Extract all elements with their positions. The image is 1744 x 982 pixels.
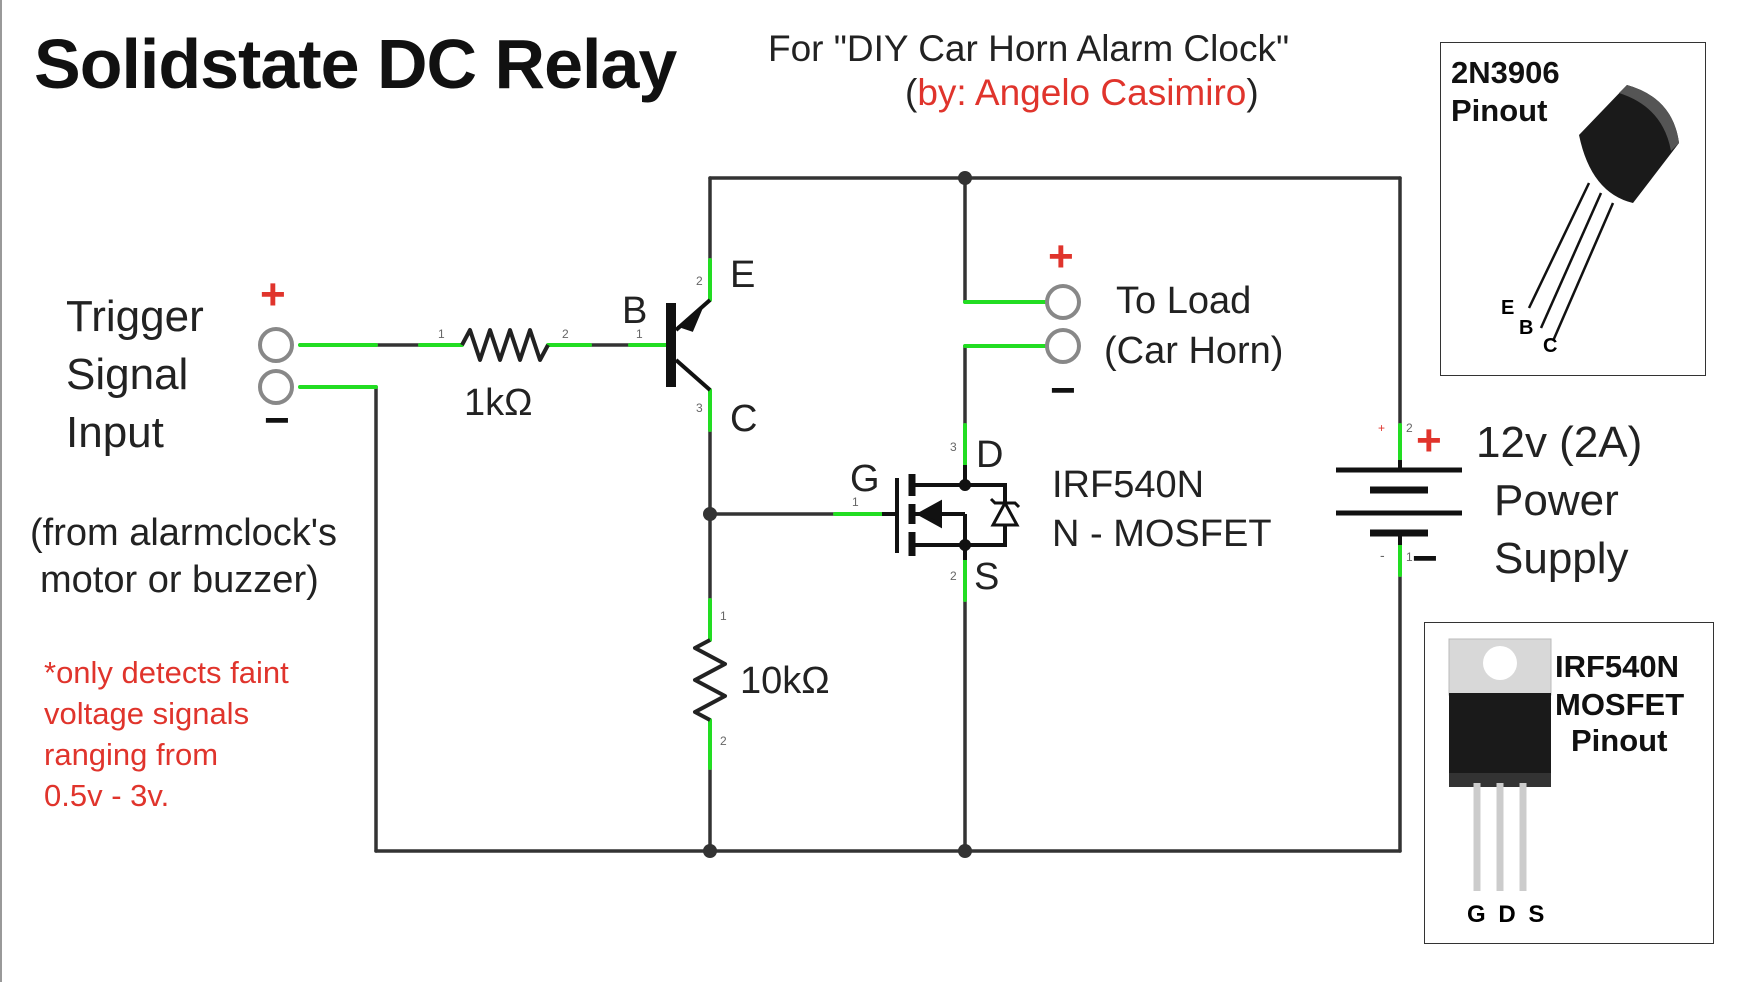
terminal-load-plus	[1045, 284, 1081, 320]
mosfet-diode-bar	[989, 497, 1021, 509]
pinout-irf540n-pins: G D S	[1467, 901, 1548, 928]
note-line-2: voltage signals	[44, 696, 250, 731]
pin-num-gate: 1	[852, 495, 859, 509]
terminal-trigger-minus	[258, 369, 294, 405]
transistor-b-label: B	[622, 290, 648, 332]
mosfet-d-label: D	[976, 434, 1004, 476]
load-plus-sign: +	[1048, 232, 1074, 281]
battery-symbol	[1336, 460, 1462, 545]
junction-bottom-right	[958, 844, 972, 858]
pin-num-collector: 3	[696, 401, 703, 415]
mosfet-name: IRF540N	[1052, 464, 1205, 506]
pin-num-r1-2: 2	[562, 327, 569, 341]
pin-2n3906-e: E	[1501, 297, 1515, 319]
transistor-c-label: C	[730, 398, 758, 440]
supply-rating: 12v (2A)	[1476, 418, 1643, 467]
load-label-line-1: To Load	[1116, 280, 1252, 322]
mosfet-s-label: S	[974, 556, 1000, 598]
subtitle-project: For "DIY Car Horn Alarm Clock"	[768, 28, 1290, 69]
trigger-source-line-2: motor or buzzer)	[40, 559, 319, 601]
pin-num-r1-1: 1	[438, 327, 445, 341]
terminals	[258, 284, 1081, 405]
junction-dots	[703, 171, 972, 858]
trigger-line-3: Input	[66, 408, 164, 457]
trigger-plus-sign: +	[260, 270, 286, 319]
mosfet-irf540n-symbol	[882, 465, 1021, 560]
paren-open: (	[905, 72, 918, 113]
to220-package-icon	[1448, 638, 1552, 891]
transistor-collector-leg	[674, 358, 712, 392]
page-title: Solidstate DC Relay	[34, 25, 677, 103]
pinout-irf540n-panel: IRF540N MOSFET Pinout G D S	[1424, 622, 1714, 944]
pinout-2n3906-panel: 2N3906 Pinout E B C	[1440, 42, 1706, 376]
junction-collector	[703, 507, 717, 521]
transistor-base-bar	[666, 303, 676, 387]
pin-highlights	[298, 258, 1402, 770]
pin-num-emitter: 2	[696, 274, 703, 288]
to92-package-icon	[1527, 85, 1679, 344]
pin-numbers: 1 2 1 2 3 1 3 2 1 2 2 1	[438, 274, 1413, 748]
pin-num-supply-minus: 1	[1406, 550, 1413, 564]
author-name: by: Angelo Casimiro	[917, 72, 1247, 113]
supply-small-minus: -	[1380, 547, 1385, 563]
load-label-line-2: (Car Horn)	[1104, 330, 1284, 372]
pin-2n3906-b: B	[1519, 317, 1534, 339]
pin-num-base: 1	[636, 327, 643, 341]
transistor-e-label: E	[730, 254, 756, 296]
note-line-1: *only detects faint	[44, 655, 289, 690]
pinout-irf540n-title-3: Pinout	[1571, 723, 1668, 758]
trigger-label: Trigger Signal Input	[66, 288, 204, 462]
load-minus-sign: −	[1050, 366, 1076, 415]
supply-plus-sign: +	[1416, 416, 1442, 465]
mosfet-type: N - MOSFET	[1052, 513, 1272, 555]
trigger-line-1: Trigger	[66, 292, 204, 341]
pin-num-source: 2	[950, 569, 957, 583]
trigger-source: (from alarmclock's motor or buzzer)	[30, 510, 337, 604]
note-line-3: ranging from	[44, 737, 219, 772]
resistor-10k	[693, 638, 727, 722]
paren-close: )	[1246, 72, 1259, 113]
mosfet-g-label: G	[850, 458, 880, 500]
trigger-line-2: Signal	[66, 350, 189, 399]
pin-num-r2-1: 1	[720, 609, 727, 623]
pin-num-supply-plus: 2	[1406, 421, 1413, 435]
pin-num-drain: 3	[950, 440, 957, 454]
r1-label: 1kΩ	[464, 382, 533, 424]
supply-line-1: Power	[1494, 476, 1619, 525]
junction-top	[958, 171, 972, 185]
pin-num-r2-2: 2	[720, 734, 727, 748]
trigger-source-line-1: (from alarmclock's	[30, 512, 338, 554]
terminal-trigger-plus	[258, 327, 294, 363]
pinout-2n3906-title-2: Pinout	[1451, 93, 1548, 128]
pin-2n3906-c: C	[1543, 335, 1558, 357]
mosfet-drain-wire	[912, 465, 967, 487]
transistor-2n3906-symbol	[666, 298, 712, 392]
mosfet-dot-drain	[959, 479, 971, 491]
pinout-2n3906-title-1: 2N3906	[1451, 55, 1560, 90]
supply-minus-sign: −	[1412, 534, 1438, 583]
transistor-arrow	[676, 306, 704, 332]
pinout-irf540n-title-1: IRF540N	[1555, 649, 1680, 684]
resistor-1k	[460, 328, 550, 362]
r2-label: 10kΩ	[740, 660, 830, 702]
supply-small-plus: +	[1378, 421, 1385, 435]
mosfet-body-diode	[990, 499, 1020, 527]
mosfet-arrow	[915, 499, 942, 529]
note-line-4: 0.5v - 3v.	[44, 778, 170, 813]
supply-line-2: Supply	[1494, 534, 1629, 583]
subtitle-author-line: (by: Angelo Casimiro)	[905, 72, 1259, 114]
mosfet-source-wire	[912, 543, 967, 560]
detection-note: *only detects faint voltage signals rang…	[44, 652, 289, 816]
pinout-irf540n-title-2: MOSFET	[1555, 687, 1685, 722]
mosfet-dot-source	[959, 539, 971, 551]
terminal-load-minus	[1045, 328, 1081, 364]
junction-bottom-left	[703, 844, 717, 858]
trigger-minus-sign: −	[264, 396, 290, 445]
